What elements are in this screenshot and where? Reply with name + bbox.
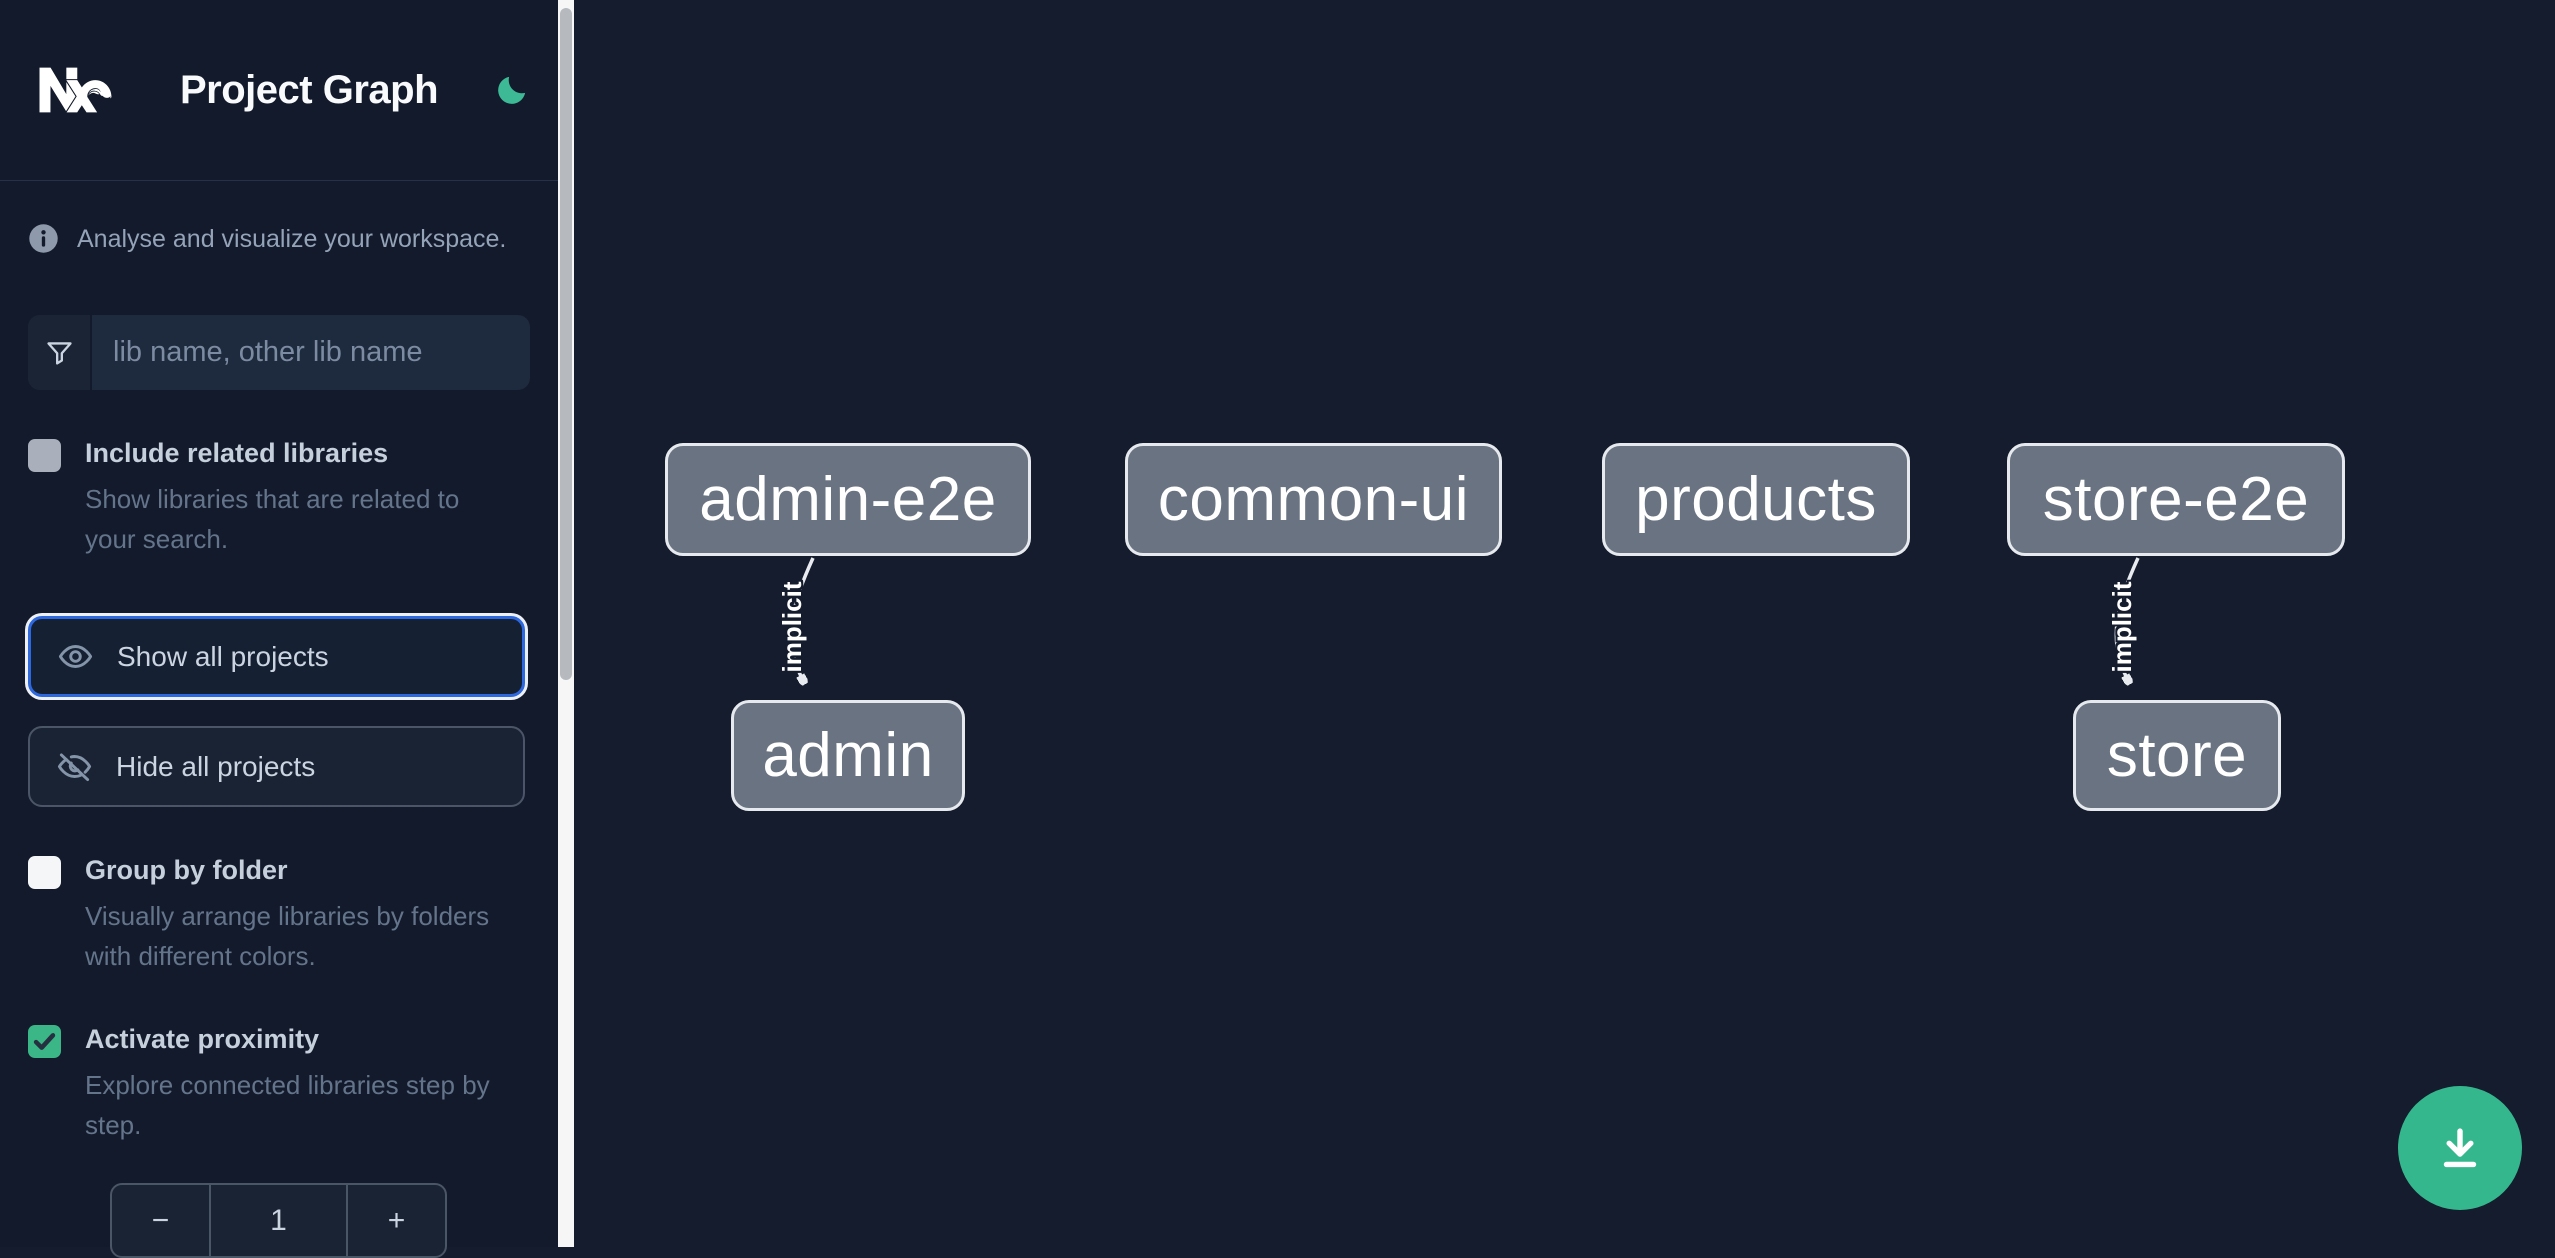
include-related-label: Include related libraries [85, 438, 389, 468]
group-by-folder-option: Group by folder Visually arrange librari… [28, 853, 530, 976]
eye-icon [58, 645, 93, 668]
proximity-increment-button[interactable]: + [348, 1185, 445, 1256]
group-by-folder-texts: Group by folder Visually arrange librari… [85, 853, 517, 976]
node-products[interactable]: products [1602, 443, 1910, 556]
node-store-e2e[interactable]: store-e2e [2007, 443, 2345, 556]
sidebar-scrollbar-track[interactable] [558, 0, 574, 1247]
sidebar-scrollbar-thumb[interactable] [560, 8, 572, 680]
node-admin-e2e[interactable]: admin-e2e [665, 443, 1031, 556]
group-by-folder-checkbox[interactable] [28, 856, 61, 889]
tagline-text: Analyse and visualize your workspace. [77, 225, 507, 253]
proximity-decrement-button[interactable]: − [112, 1185, 209, 1256]
sidebar-header: Project Graph [0, 0, 558, 181]
activate-proximity-description: Explore connected libraries step by step… [85, 1070, 490, 1140]
filter-box [28, 315, 530, 390]
activate-proximity-checkbox[interactable] [28, 1025, 61, 1058]
show-all-projects-label: Show all projects [117, 640, 329, 672]
node-admin[interactable]: admin [731, 700, 965, 811]
edge-admin-e2e-to-admin [789, 557, 815, 682]
node-store[interactable]: store [2073, 700, 2281, 811]
include-related-checkbox[interactable] [28, 439, 61, 472]
edge-label-implicit-admin: implicit [777, 581, 807, 673]
include-related-option: Include related libraries Show libraries… [28, 436, 530, 559]
funnel-icon [46, 342, 72, 365]
filter-input[interactable] [92, 315, 530, 390]
hide-all-projects-button[interactable]: Hide all projects [28, 726, 525, 807]
eye-off-icon [57, 753, 92, 782]
include-related-texts: Include related libraries Show libraries… [85, 436, 517, 559]
show-all-projects-button[interactable]: Show all projects [28, 616, 525, 697]
nx-logo-icon [39, 67, 112, 113]
filter-icon-cell [28, 315, 92, 390]
node-common-ui[interactable]: common-ui [1125, 443, 1502, 556]
activate-proximity-texts: Activate proximity Explore connected lib… [85, 1022, 517, 1145]
dependency-edges [789, 557, 2140, 1247]
moon-icon [498, 76, 526, 104]
proximity-value: 1 [209, 1185, 348, 1256]
page-title: Project Graph [180, 67, 439, 112]
download-icon [2443, 1128, 2477, 1168]
edge-label-implicit-store: implicit [2107, 581, 2137, 673]
project-graph-canvas[interactable]: implicit implicit admin-e2e common-ui pr… [574, 0, 2555, 1247]
group-by-folder-label: Group by folder [85, 855, 288, 885]
hide-all-projects-label: Hide all projects [116, 750, 316, 782]
include-related-description: Show libraries that are related to your … [85, 484, 460, 554]
workspace-info: Analyse and visualize your workspace. [28, 223, 530, 255]
theme-toggle-button[interactable] [492, 70, 532, 110]
sidebar: Project Graph Analyse and visualize your… [0, 0, 558, 1258]
checkmark-icon [33, 1033, 56, 1050]
info-icon [29, 224, 58, 253]
activate-proximity-label: Activate proximity [85, 1024, 320, 1054]
group-by-folder-description: Visually arrange libraries by folders wi… [85, 901, 490, 971]
activate-proximity-option: Activate proximity Explore connected lib… [28, 1022, 530, 1145]
edge-store-e2e-to-store [2114, 557, 2140, 682]
download-graph-button[interactable] [2398, 1086, 2522, 1210]
